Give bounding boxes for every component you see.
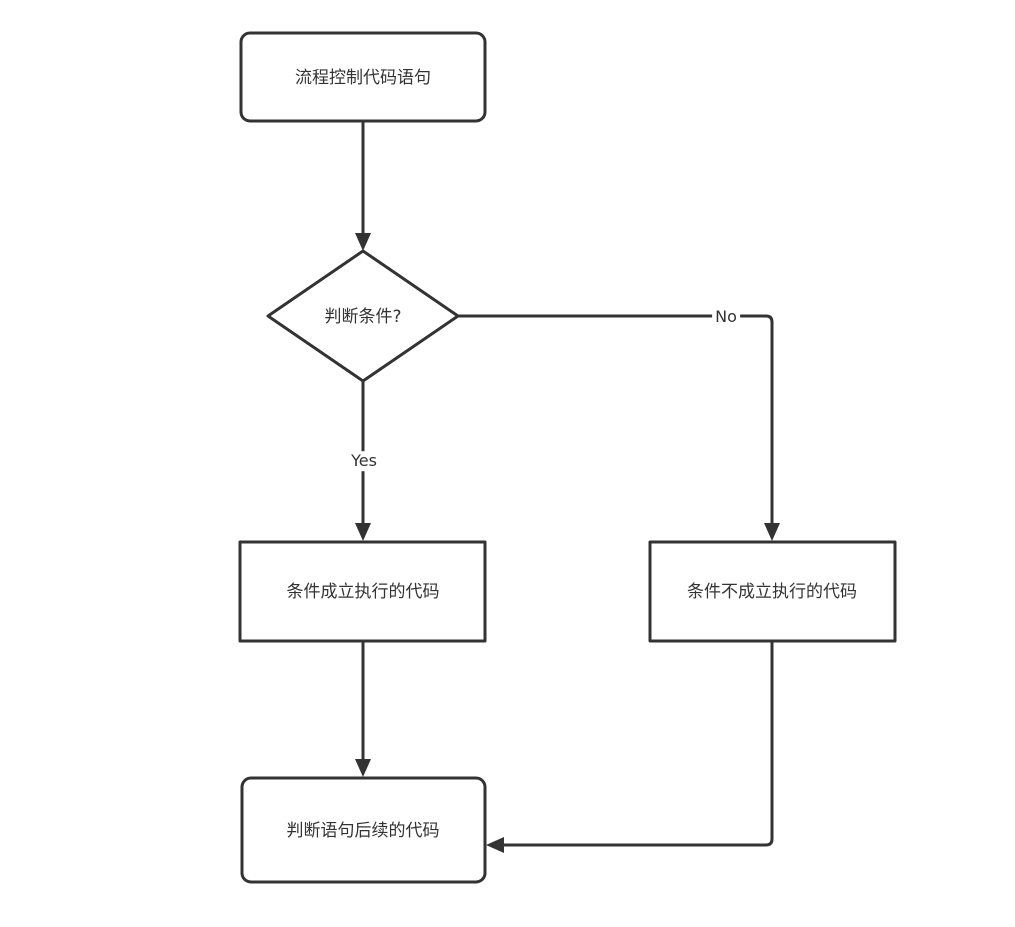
- arrowhead-start-to-condition: [355, 233, 371, 251]
- true-branch-node-label: 条件成立执行的代码: [286, 581, 440, 602]
- arrowhead-condition-to-true: [355, 523, 371, 541]
- end-node-shape: [240, 776, 487, 884]
- start-node-label: 流程控制代码语句: [295, 67, 431, 88]
- arrowhead-condition-to-false: [764, 523, 780, 541]
- true-branch-node-shape: [238, 540, 487, 643]
- edge-condition-to-false: [458, 314, 774, 524]
- edge-false-to-end: [503, 641, 774, 847]
- end-node-label: 判断语句后续的代码: [286, 820, 440, 841]
- no-edge-label: No: [712, 307, 740, 327]
- arrowhead-true-to-end: [355, 759, 371, 777]
- arrowhead-false-to-end: [486, 837, 504, 853]
- yes-edge-label: Yes: [348, 451, 380, 471]
- condition-node-label: 判断条件?: [324, 306, 402, 327]
- false-branch-node-shape: [648, 540, 897, 643]
- false-branch-node-label: 条件不成立执行的代码: [687, 581, 857, 602]
- start-node-shape: [239, 31, 487, 123]
- condition-diamond-shape: [266, 249, 460, 383]
